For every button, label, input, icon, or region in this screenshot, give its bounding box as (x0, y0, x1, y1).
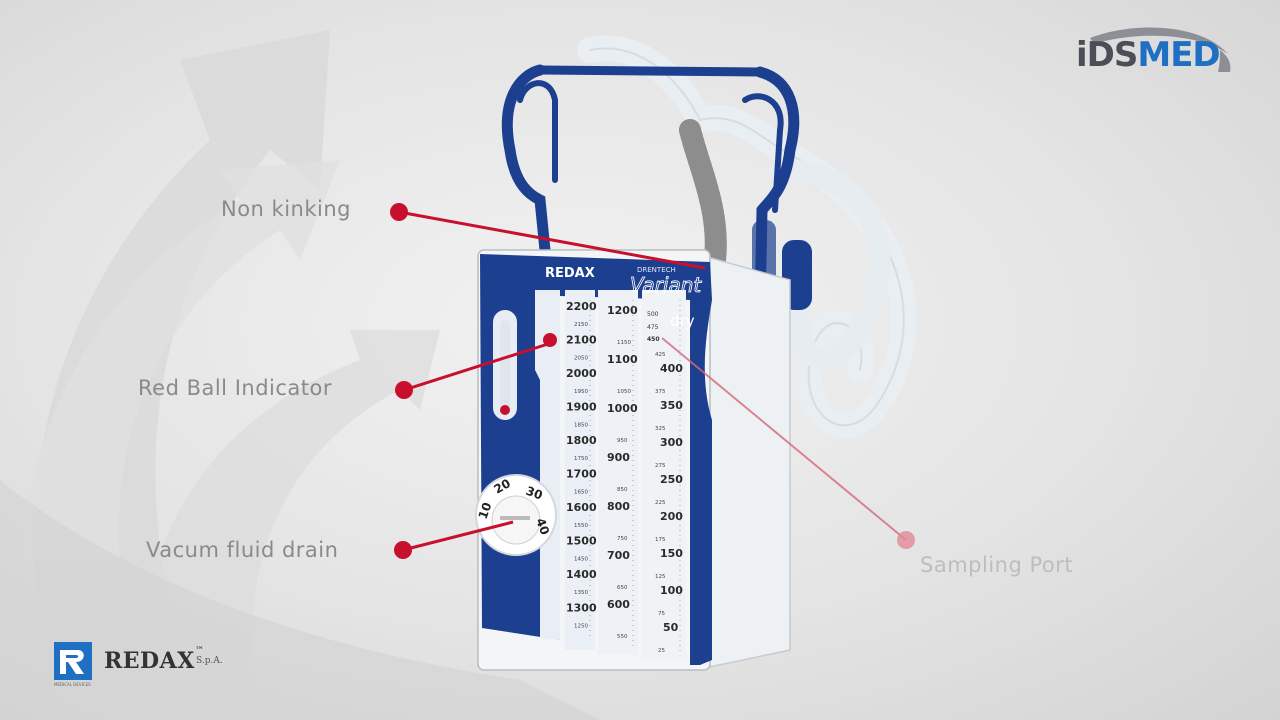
scale-2-major-label: 1100 (607, 353, 638, 366)
device-brand-label: REDAX (545, 266, 595, 281)
redax-suffix: S.p.A. (196, 656, 223, 666)
scale-3-minor-label: 175 (655, 537, 666, 543)
scale-2-major-label: 700 (607, 549, 630, 562)
scale-1-minor-label: 2050 (574, 356, 588, 362)
scale-1-minor-label: 1950 (574, 389, 588, 395)
scale-1-major-label: 1400 (566, 568, 597, 581)
sampling-port-label: Sampling Port (920, 553, 1074, 577)
scale-1-minor-label: 1750 (574, 456, 588, 462)
scale-2-major-label: 1200 (607, 304, 638, 317)
scale-3-minor-label: 425 (655, 352, 666, 358)
scale-3-minor-label: 375 (655, 389, 666, 395)
scale-3-major-label: 475 (647, 324, 659, 331)
scale-ticks (589, 300, 681, 655)
scale-3-major-label: 100 (660, 584, 683, 597)
scale-3-major-label: 150 (660, 547, 683, 560)
scale-2-minor-label: 650 (617, 585, 628, 591)
non-kinking-label: Non kinking (221, 197, 351, 221)
scale-3-major-label: 200 (660, 510, 683, 523)
scale-2-major-label: 800 (607, 500, 630, 513)
idsmed-text-ids: iDS (1076, 35, 1138, 75)
scale-1-minor-label: 1350 (574, 590, 588, 596)
redax-logo: REDAX ™ S.p.A. MEDICAL DEVICES (54, 642, 254, 692)
idsmed-swoosh-icon (1090, 27, 1231, 72)
scale-3-minor-label: 25 (658, 648, 665, 654)
scale-2: 1200 1100 1000 900 800 700 600 1150 1050 950 850 75… (607, 304, 638, 640)
scale-1-major-label: 2100 (566, 334, 597, 347)
idsmed-text-med: MED (1137, 35, 1220, 75)
device-product-top: DRENTECH (637, 266, 676, 274)
scale-3-major-label: 450 (647, 336, 660, 343)
scale-3-major-label: 400 (660, 362, 683, 375)
scale-1-major-label: 1600 (566, 501, 597, 514)
scale-3: 500 475 450 400 350 300 250 200 150 100 50 425 375 32… (647, 311, 683, 654)
redax-tagline: MEDICAL DEVICES (54, 682, 91, 687)
scale-2-major-label: 1000 (607, 402, 638, 415)
scale-1-major-label: 1700 (566, 468, 597, 481)
idsmed-logo: iDSMED (1070, 24, 1240, 84)
scale-1: 2200 2100 2000 1900 1800 1700 1600 1500 1400 1300… (566, 300, 597, 630)
scale-1-major-label: 1300 (566, 602, 597, 615)
scale-3-minor-label: 225 (655, 500, 666, 506)
scale-3-minor-label: 275 (655, 463, 666, 469)
dial-number: 10 (476, 501, 495, 521)
sampling-port-dot (897, 531, 915, 549)
non-kinking-dot (390, 203, 408, 221)
scale-3-minor-label: 125 (655, 574, 666, 580)
scale-1-minor-label: 1450 (574, 557, 588, 563)
scale-1-major-label: 2000 (566, 367, 597, 380)
scale-2-minor-label: 950 (617, 438, 628, 444)
vacuum-fluid-drain-label: Vacum fluid drain (146, 538, 339, 562)
suction-dial (475, 474, 557, 556)
scale-2-minor-label: 1050 (617, 389, 631, 395)
scale-1-minor-label: 1650 (574, 490, 588, 496)
dial-number: 30 (524, 484, 544, 503)
red-ball-dot (395, 381, 413, 399)
scale-3-major-label: 300 (660, 436, 683, 449)
scale-1-minor-label: 1250 (574, 624, 588, 630)
red-ball-indicator-label: Red Ball Indicator (138, 376, 332, 400)
scale-1-major-label: 2200 (566, 300, 597, 313)
scale-2-minor-label: 850 (617, 487, 628, 493)
scale-2-minor-label: 1150 (617, 340, 631, 346)
scale-2-major-label: 900 (607, 451, 630, 464)
dial-number: 40 (533, 516, 552, 536)
device-dry-label: dry (670, 312, 695, 330)
scale-1-minor-label: 2150 (574, 322, 588, 328)
scale-2-minor-label: 750 (617, 536, 628, 542)
scale-3-major-label: 250 (660, 473, 683, 486)
scale-2-major-label: 600 (607, 598, 630, 611)
scale-1-minor-label: 1850 (574, 423, 588, 429)
scale-1-major-label: 1900 (566, 401, 597, 414)
redax-emblem-icon (54, 642, 92, 680)
vacuum-drain-dot (394, 541, 412, 559)
scale-3-minor-label: 75 (658, 611, 665, 617)
scale-3-major-label: 50 (663, 621, 679, 634)
scale-3-major-label: 500 (647, 311, 659, 318)
scale-3-minor-label: 325 (655, 426, 666, 432)
scale-1-minor-label: 1550 (574, 523, 588, 529)
redax-trademark: ™ (195, 646, 204, 656)
device-product-script: Variant (630, 273, 702, 297)
scale-3-major-label: 350 (660, 399, 683, 412)
tubing (577, 35, 917, 439)
scale-2-minor-label: 550 (617, 634, 628, 640)
scale-1-major-label: 1800 (566, 434, 597, 447)
redax-name: REDAX (104, 648, 195, 674)
scale-1-major-label: 1500 (566, 535, 597, 548)
